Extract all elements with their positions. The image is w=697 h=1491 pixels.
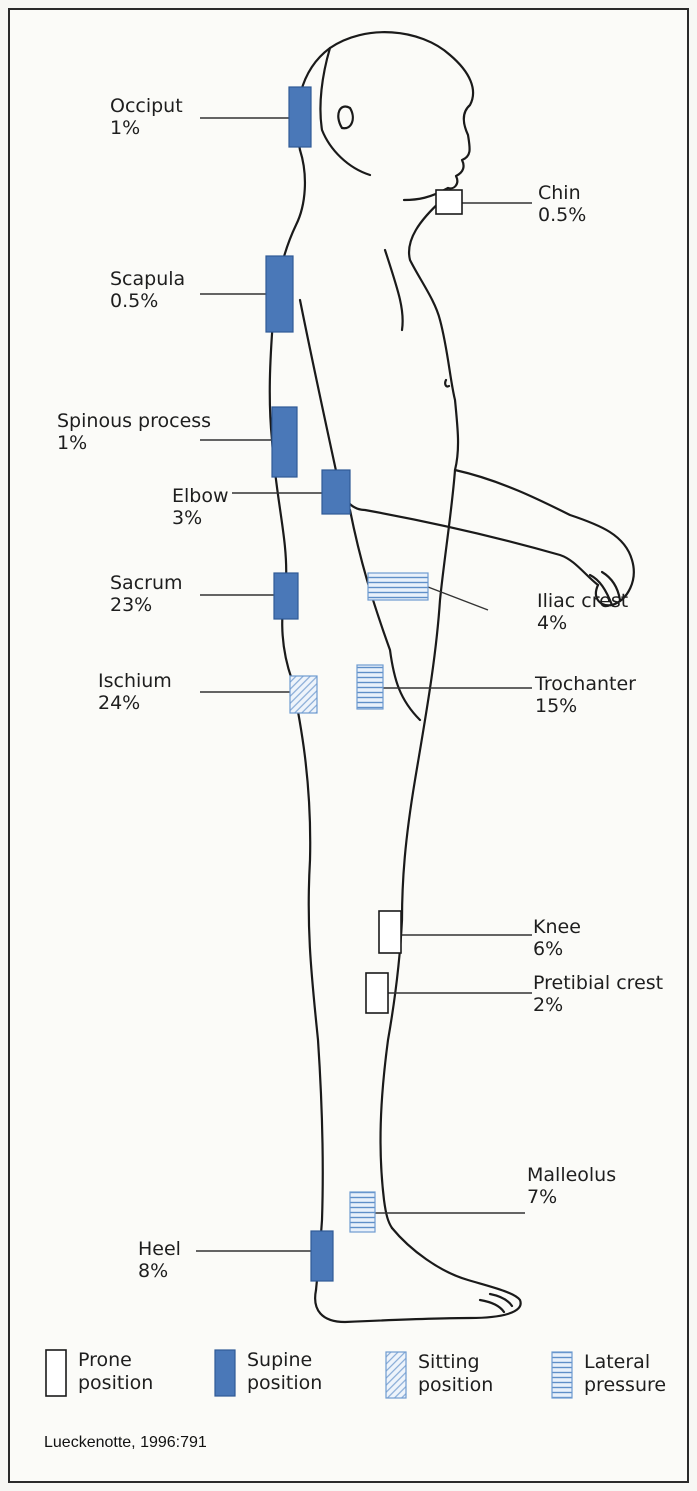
arm-upper [455, 470, 634, 605]
site-percent: 23% [110, 594, 183, 616]
marker-scapula [266, 256, 293, 332]
legend-label: Supine [247, 1349, 322, 1372]
site-percent: 0.5% [110, 290, 185, 312]
legend-label: position [247, 1372, 322, 1395]
legend-label: pressure [584, 1374, 666, 1397]
arm-outline [300, 300, 598, 585]
head-outline [297, 32, 473, 188]
label-chin: Chin 0.5% [538, 182, 586, 226]
site-name: Occiput [110, 95, 183, 117]
site-name: Iliac crest [537, 590, 628, 612]
belly-button [445, 380, 449, 387]
marker-malleolus [350, 1192, 375, 1232]
legend-swatch-supine [215, 1350, 235, 1396]
site-percent: 6% [533, 938, 581, 960]
legend-swatch-sitting [386, 1352, 406, 1398]
site-percent: 8% [138, 1260, 181, 1282]
site-name: Sacrum [110, 572, 183, 594]
label-ischium: Ischium 24% [98, 670, 172, 714]
front-outline [381, 200, 459, 1228]
citation: Lueckenotte, 1996:791 [44, 1434, 207, 1452]
site-markers [266, 87, 462, 1281]
site-percent: 24% [98, 692, 172, 714]
marker-chin [436, 190, 462, 214]
label-elbow: Elbow 3% [172, 485, 229, 529]
ear [338, 106, 353, 128]
label-pretibial-crest: Pretibial crest 2% [533, 972, 663, 1016]
site-percent: 15% [535, 695, 636, 717]
site-name: Elbow [172, 485, 229, 507]
site-name: Chin [538, 182, 586, 204]
site-name: Malleolus [527, 1164, 616, 1186]
marker-heel [311, 1231, 333, 1281]
label-iliac-crest: Iliac crest 4% [537, 590, 628, 634]
site-name: Spinous process [57, 410, 211, 432]
marker-occiput [289, 87, 311, 147]
legend-label: Prone [78, 1349, 153, 1372]
marker-knee [379, 911, 401, 953]
label-scapula: Scapula 0.5% [110, 268, 185, 312]
legend-label: position [418, 1374, 493, 1397]
legend-label: position [78, 1372, 153, 1395]
marker-ischium [290, 676, 317, 713]
label-spinous-process: Spinous process 1% [57, 410, 211, 454]
label-occiput: Occiput 1% [110, 95, 183, 139]
site-percent: 1% [110, 117, 183, 139]
marker-iliac-crest [368, 573, 428, 600]
label-trochanter: Trochanter 15% [535, 673, 636, 717]
label-knee: Knee 6% [533, 916, 581, 960]
legend-sitting: Sitting position [418, 1351, 493, 1397]
site-name: Heel [138, 1238, 181, 1260]
site-percent: 0.5% [538, 204, 586, 226]
marker-spinous-process [272, 407, 297, 477]
site-percent: 3% [172, 507, 229, 529]
legend-supine: Supine position [247, 1349, 322, 1395]
label-malleolus: Malleolus 7% [527, 1164, 616, 1208]
legend-prone: Prone position [78, 1349, 153, 1395]
label-sacrum: Sacrum 23% [110, 572, 183, 616]
marker-trochanter [357, 665, 383, 709]
legend-label: Lateral [584, 1351, 666, 1374]
leader-iliac-crest [428, 587, 488, 610]
label-heel: Heel 8% [138, 1238, 181, 1282]
site-percent: 4% [537, 612, 628, 634]
toes [480, 1294, 512, 1312]
site-percent: 1% [57, 432, 211, 454]
hair-line [320, 48, 370, 175]
site-name: Scapula [110, 268, 185, 290]
legend-lateral: Lateral pressure [584, 1351, 666, 1397]
site-name: Knee [533, 916, 581, 938]
legend-label: Sitting [418, 1351, 493, 1374]
site-percent: 7% [527, 1186, 616, 1208]
marker-elbow [322, 470, 350, 514]
foot-outline [315, 1228, 521, 1322]
legend-swatch-lateral [552, 1352, 572, 1398]
marker-pretibial-crest [366, 973, 388, 1013]
marker-sacrum [274, 573, 298, 619]
legend-swatch-prone [46, 1350, 66, 1396]
chest-line [385, 250, 403, 330]
site-name: Ischium [98, 670, 172, 692]
site-name: Trochanter [535, 673, 636, 695]
site-name: Pretibial crest [533, 972, 663, 994]
site-percent: 2% [533, 994, 663, 1016]
